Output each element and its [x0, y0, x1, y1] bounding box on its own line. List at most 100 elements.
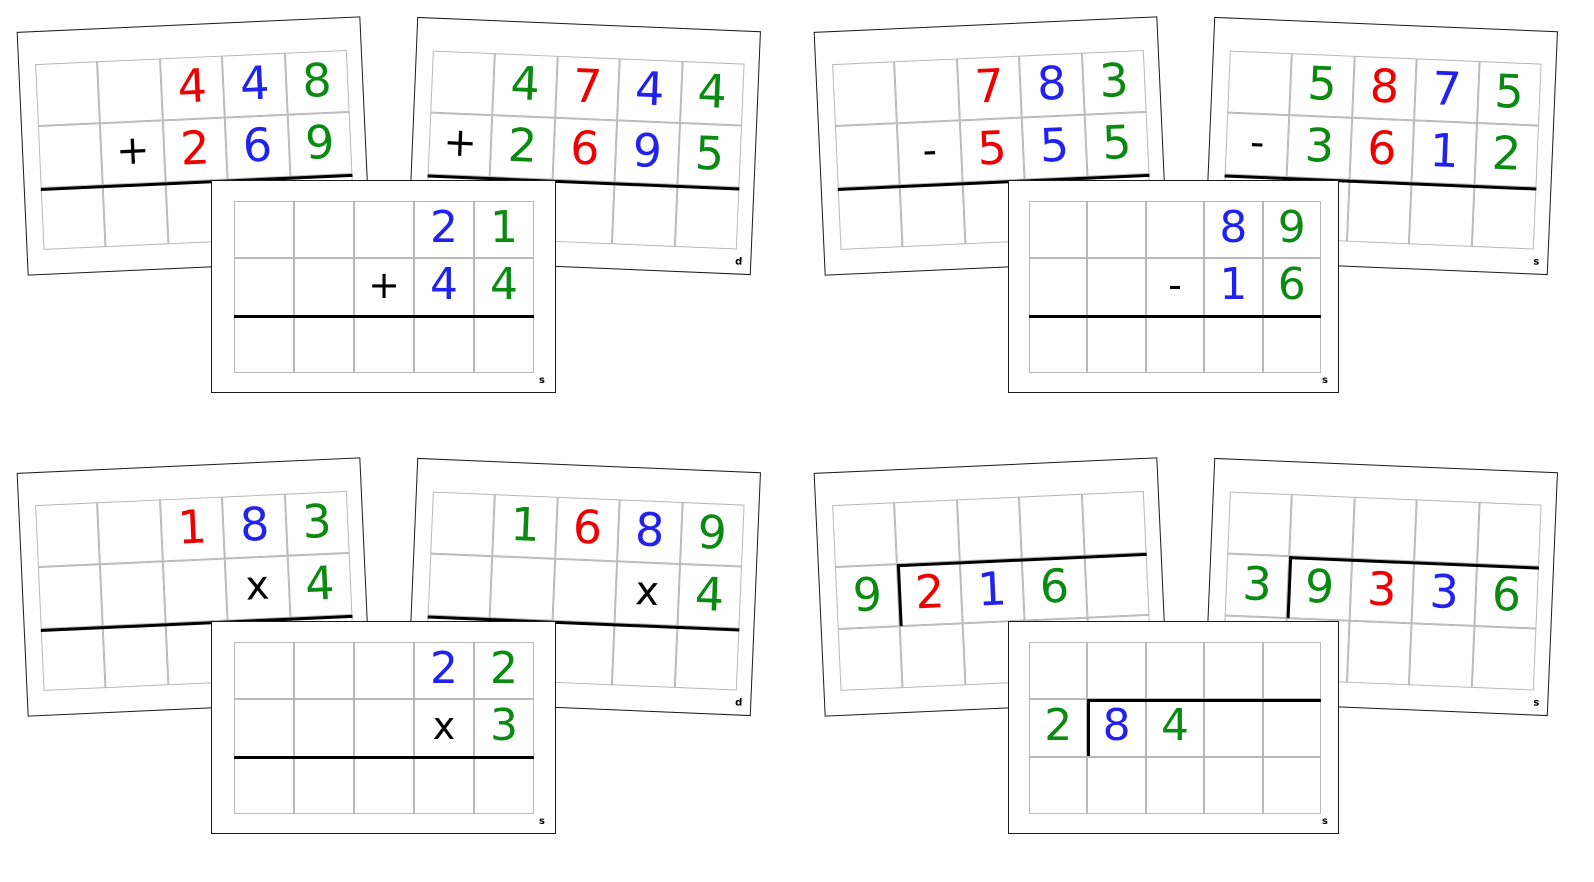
cell[interactable]: 4 [679, 61, 745, 126]
cell[interactable]: 9 [1287, 556, 1352, 621]
divisor-cell[interactable]: 3 [1224, 553, 1290, 619]
card-mul-front[interactable]: 2 2 x 3 s [211, 621, 556, 834]
cell[interactable]: 1 [1204, 258, 1263, 316]
cell[interactable] [35, 502, 101, 568]
cell[interactable]: 4 [159, 55, 225, 121]
cell[interactable]: 6 [1474, 563, 1539, 629]
cell[interactable] [294, 201, 354, 259]
cell[interactable] [1204, 756, 1263, 814]
cell[interactable] [1087, 756, 1146, 814]
cell[interactable] [234, 258, 294, 316]
cell[interactable] [1145, 642, 1205, 700]
cell[interactable] [414, 315, 474, 373]
cell[interactable] [1346, 179, 1412, 245]
cell[interactable] [1084, 552, 1150, 618]
divisor-cell[interactable]: 2 [1029, 699, 1088, 757]
cell[interactable] [354, 642, 414, 700]
cell[interactable]: 4 [474, 258, 534, 316]
cell[interactable] [1409, 182, 1475, 247]
cell[interactable] [1262, 315, 1321, 373]
operator-cell[interactable]: + [354, 258, 414, 316]
cell[interactable] [549, 620, 615, 686]
cell[interactable]: 5 [1476, 61, 1542, 126]
cell[interactable] [97, 499, 163, 565]
cell[interactable] [103, 182, 169, 248]
cell[interactable] [354, 756, 414, 814]
cell[interactable]: 3 [474, 699, 534, 757]
cell[interactable]: 5 [1084, 111, 1150, 177]
cell[interactable] [40, 626, 106, 691]
cell[interactable] [612, 182, 678, 247]
cell[interactable]: 8 [222, 493, 288, 559]
operator-cell[interactable]: - [1145, 258, 1205, 316]
cell[interactable] [1145, 315, 1205, 373]
cell[interactable]: 4 [287, 552, 353, 618]
cell[interactable]: 6 [554, 496, 620, 562]
cell[interactable]: 8 [1087, 699, 1146, 757]
cell[interactable]: 5 [1289, 53, 1355, 118]
cell[interactable]: 4 [222, 52, 288, 118]
cell[interactable]: 2 [897, 561, 963, 627]
cell[interactable] [354, 699, 414, 757]
cell[interactable] [1289, 494, 1355, 559]
cell[interactable] [354, 315, 414, 373]
cell[interactable] [234, 642, 294, 700]
cell[interactable] [234, 315, 294, 373]
card-sub-front[interactable]: 8 9 - 1 6 s [1008, 180, 1339, 393]
cell[interactable] [35, 61, 101, 127]
operator-cell[interactable]: - [897, 120, 963, 186]
cell[interactable] [1204, 642, 1263, 700]
cell[interactable]: 2 [1474, 122, 1539, 188]
cell[interactable] [1087, 315, 1146, 373]
divisor-cell[interactable]: 9 [834, 564, 901, 629]
cell[interactable] [674, 625, 740, 691]
cell[interactable]: 3 [1081, 49, 1147, 115]
cell[interactable] [837, 185, 903, 250]
cell[interactable] [1414, 499, 1480, 564]
cell[interactable]: 4 [617, 58, 683, 123]
cell[interactable] [1145, 201, 1205, 259]
cell[interactable] [234, 201, 294, 259]
cell[interactable] [834, 123, 901, 188]
cell[interactable]: 9 [287, 111, 353, 177]
cell[interactable] [1087, 258, 1146, 316]
cell[interactable] [1029, 642, 1088, 700]
operator-cell[interactable]: x [614, 561, 680, 626]
cell[interactable] [1204, 699, 1263, 757]
cell[interactable]: 2 [490, 115, 555, 180]
cell[interactable]: 6 [1262, 258, 1321, 316]
cell[interactable] [294, 315, 354, 373]
cell[interactable] [1227, 50, 1293, 116]
cell[interactable]: 1 [959, 558, 1025, 624]
cell[interactable]: 2 [414, 201, 474, 259]
cell[interactable] [430, 491, 496, 557]
cell[interactable]: 5 [959, 117, 1025, 183]
cell[interactable]: 1 [159, 496, 225, 562]
cell[interactable]: 5 [677, 122, 742, 188]
card-add-front[interactable]: 2 1 + 4 4 s [211, 180, 556, 393]
operator-cell[interactable]: x [414, 699, 474, 757]
cell[interactable] [40, 185, 106, 250]
cell[interactable] [1081, 490, 1147, 556]
cell[interactable] [37, 564, 104, 629]
cell[interactable]: 7 [1414, 58, 1480, 123]
cell[interactable]: 1 [492, 494, 558, 559]
cell[interactable] [162, 558, 228, 624]
cell[interactable]: 4 [677, 563, 742, 629]
cell[interactable] [294, 699, 354, 757]
cell[interactable]: 4 [1145, 699, 1205, 757]
cell[interactable]: 8 [1351, 55, 1417, 121]
cell[interactable] [103, 623, 169, 689]
cell[interactable]: 6 [1349, 117, 1415, 183]
cell[interactable] [474, 756, 534, 814]
cell[interactable] [1029, 315, 1088, 373]
cell[interactable]: 4 [414, 258, 474, 316]
cell[interactable] [474, 315, 534, 373]
cell[interactable] [294, 258, 354, 316]
cell[interactable]: 2 [162, 117, 228, 183]
cell[interactable] [900, 623, 966, 689]
cell[interactable] [837, 626, 903, 691]
cell[interactable] [490, 556, 555, 621]
cell[interactable] [1262, 756, 1321, 814]
cell[interactable] [37, 123, 104, 188]
